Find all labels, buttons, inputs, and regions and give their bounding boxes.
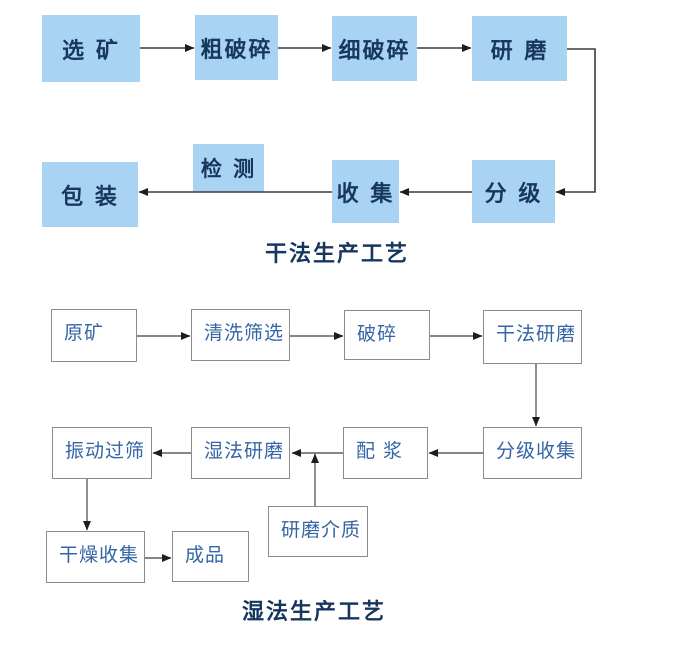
dry-process-title: 干法生产工艺 bbox=[264, 241, 409, 267]
flow-box-coarse-crushing: 粗破碎 bbox=[195, 15, 278, 80]
flow-box-slurry-mixing: 配 浆 bbox=[343, 427, 428, 479]
wet-process-title: 湿法生产工艺 bbox=[241, 599, 386, 625]
flow-box-classification: 分 级 bbox=[472, 160, 555, 223]
flow-box-raw-ore: 原矿 bbox=[51, 309, 137, 362]
flow-box-wet-grinding: 湿法研磨 bbox=[191, 427, 290, 479]
flow-box-classified-collection: 分级收集 bbox=[483, 427, 582, 479]
flow-box-finished-product: 成品 bbox=[172, 531, 249, 582]
flow-box-ore-selection: 选 矿 bbox=[42, 15, 140, 82]
flow-box-dry-grinding: 干法研磨 bbox=[483, 310, 582, 364]
flow-box-vibrating-sieving: 振动过筛 bbox=[52, 427, 152, 479]
flow-box-fine-crushing: 细破碎 bbox=[332, 16, 417, 81]
flow-box-grinding-media: 研磨介质 bbox=[268, 506, 368, 557]
flow-box-packaging: 包 装 bbox=[42, 162, 138, 227]
flow-box-collection: 收 集 bbox=[332, 160, 399, 223]
flow-box-washing-screening: 清洗筛选 bbox=[191, 309, 290, 361]
flow-box-crushing: 破碎 bbox=[344, 310, 430, 360]
flow-box-inspection: 检 测 bbox=[193, 144, 264, 192]
flow-box-grinding: 研 磨 bbox=[472, 16, 567, 81]
flow-box-drying-collection: 干燥收集 bbox=[46, 531, 145, 583]
